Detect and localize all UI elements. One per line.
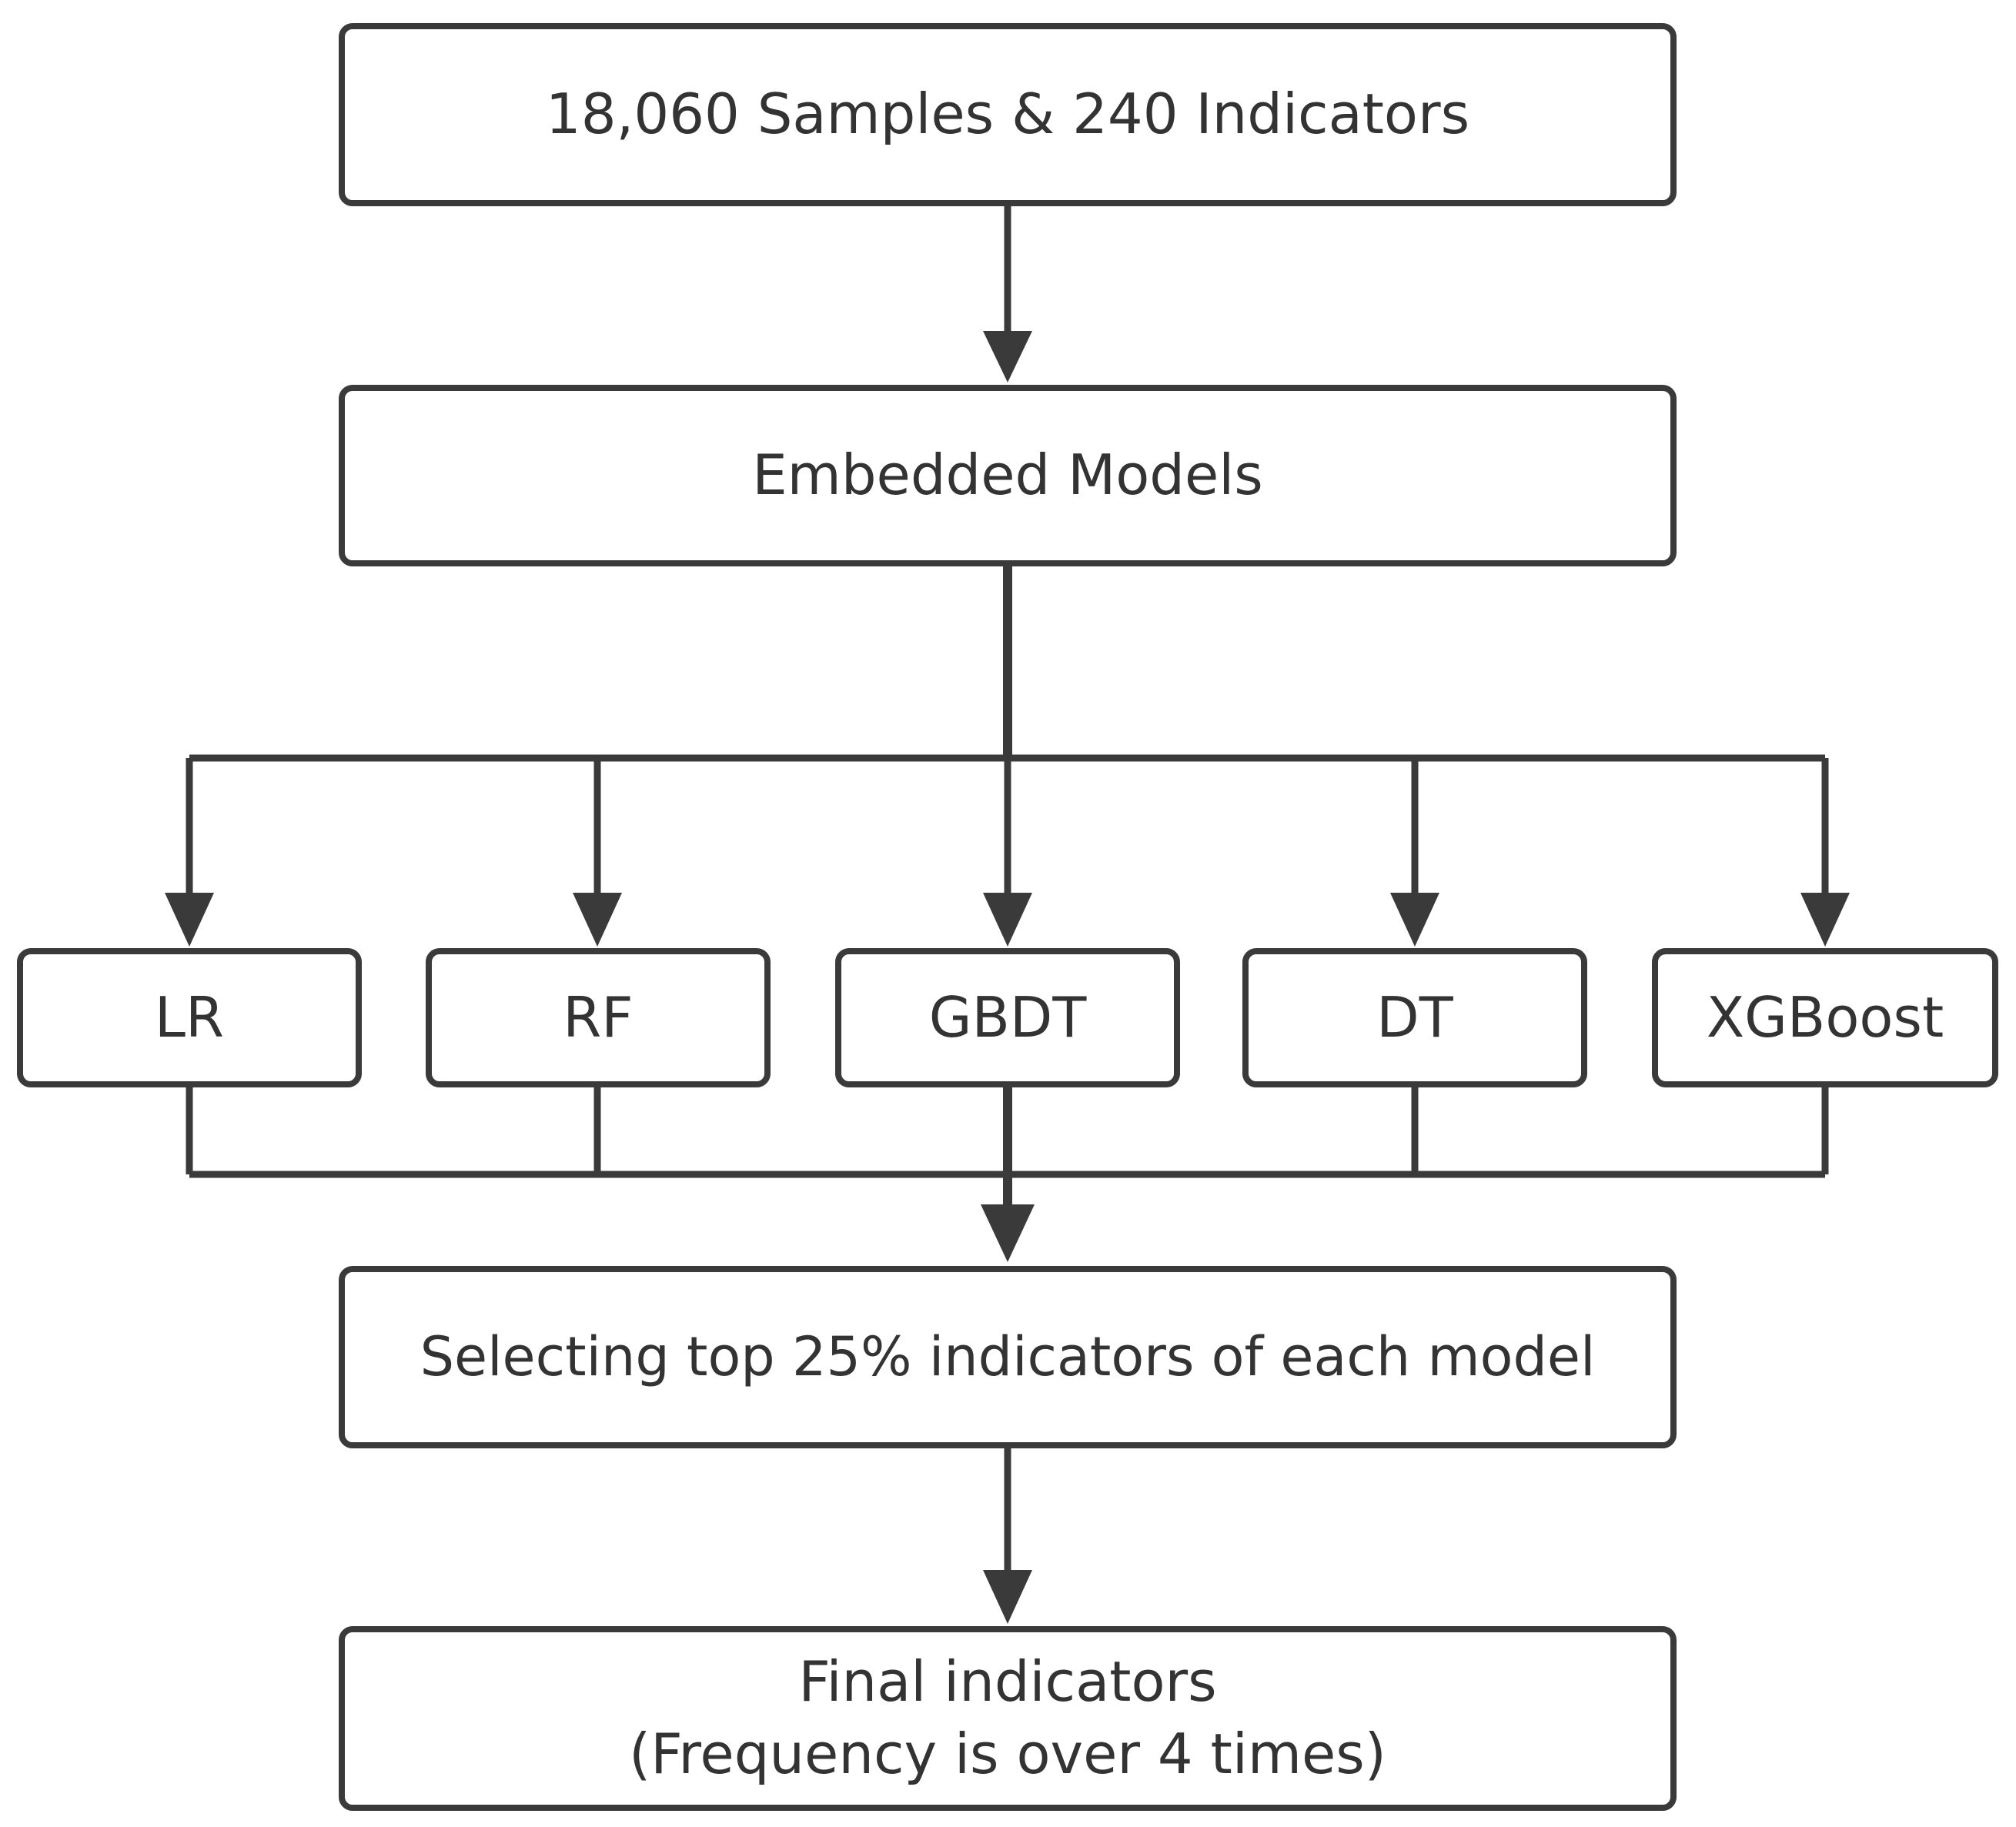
samples-label: 18,060 Samples & 240 Indicators <box>545 82 1470 147</box>
embedded-models-node: Embedded Models <box>339 385 1677 566</box>
arrowhead-xgboost <box>1800 893 1850 947</box>
arrowhead-rf <box>573 893 622 947</box>
arrowhead-lr <box>165 893 214 947</box>
model-label-dt: DT <box>1376 984 1453 1050</box>
model-label-gbdt: GBDT <box>928 984 1087 1050</box>
model-node-xgboost: XGBoost <box>1652 948 1998 1087</box>
final-indicators-node: Final indicators (Frequency is over 4 ti… <box>339 1626 1677 1811</box>
model-label-xgboost: XGBoost <box>1706 984 1944 1050</box>
final-indicators-note: (Frequency is over 4 times) <box>629 1722 1386 1786</box>
model-node-gbdt: GBDT <box>835 948 1180 1087</box>
samples-node: 18,060 Samples & 240 Indicators <box>339 23 1677 206</box>
arrowhead-dt <box>1390 893 1439 947</box>
arrowhead-gbdt <box>983 893 1032 947</box>
model-node-lr: LR <box>17 948 362 1087</box>
model-label-lr: LR <box>154 984 225 1050</box>
model-node-rf: RF <box>426 948 771 1087</box>
model-label-rf: RF <box>563 984 634 1050</box>
arrowhead-embedded <box>983 331 1032 382</box>
model-node-dt: DT <box>1242 948 1587 1087</box>
final-indicators-title: Final indicators <box>798 1649 1217 1715</box>
arrowhead-selecting <box>981 1204 1035 1262</box>
embedded-models-label: Embedded Models <box>752 443 1263 508</box>
selecting-node: Selecting top 25% indicators of each mod… <box>339 1266 1677 1448</box>
arrowhead-final <box>983 1570 1032 1624</box>
selecting-label: Selecting top 25% indicators of each mod… <box>420 1325 1596 1388</box>
